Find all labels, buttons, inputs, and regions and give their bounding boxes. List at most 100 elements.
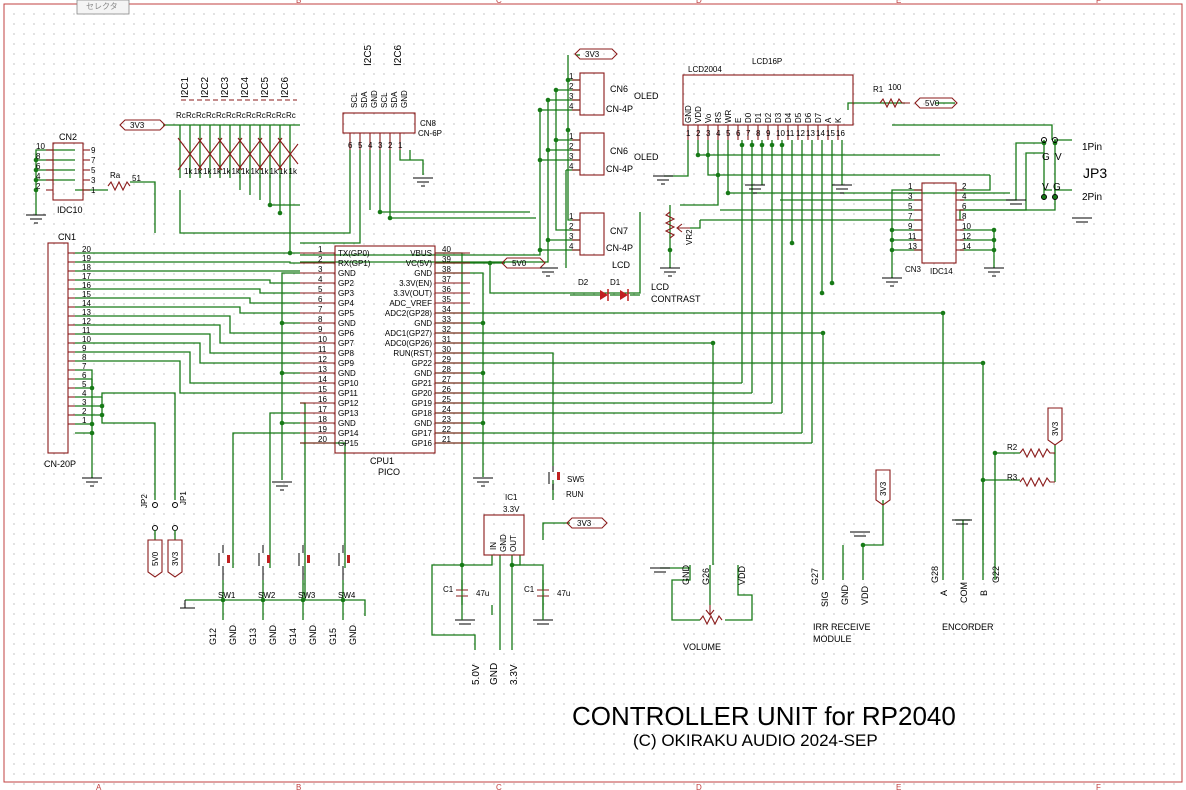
jp2-label: JP2 xyxy=(140,494,149,508)
cpu-pin-name: GND xyxy=(414,269,432,278)
i2c-group-label: I2C2 xyxy=(200,76,211,98)
irr-module: G27 SIG GND VDD IRR RECEIVE MODULE xyxy=(810,568,871,644)
cn6b-pin-number: 1 xyxy=(569,132,574,141)
lcd-pin-name: D3 xyxy=(774,112,783,123)
net-3v3-irr-text: 3V3 xyxy=(879,481,888,496)
cn3-ref: CN3 xyxy=(905,265,922,274)
switch-actuator xyxy=(267,555,270,563)
cn8-pin-number: 4 xyxy=(368,141,373,150)
d1-label: D1 xyxy=(610,278,621,287)
lcd-pin-number: 11 xyxy=(786,129,795,138)
irr-vdd: VDD xyxy=(860,585,870,605)
cpu-pin-name: GP3 xyxy=(338,289,355,298)
c1b-ref: C1 xyxy=(524,585,535,594)
jp1-label: JP1 xyxy=(179,491,188,505)
resistor-r1: R1 100 xyxy=(873,83,910,109)
cpu-pin-number: 4 xyxy=(318,275,323,284)
lcd-pin-name: K xyxy=(834,117,843,123)
rc-label: Rc xyxy=(256,111,266,120)
jp3-v2: V xyxy=(1042,182,1049,193)
cpu-pin-number: 37 xyxy=(442,275,451,284)
out-3v3: 3.3V xyxy=(509,664,520,685)
out-5v: 5.0V xyxy=(471,664,482,685)
switch-net-label: GND xyxy=(308,625,318,646)
cn6a-pin-number: 1 xyxy=(569,72,574,81)
sw5: SW5 RUN xyxy=(548,466,585,499)
out-gnd: GND xyxy=(489,663,500,685)
cpu-pin-name: GND xyxy=(414,369,432,378)
ic1-value: 3.3V xyxy=(503,505,520,514)
copyright: (C) OKIRAKU AUDIO 2024-SEP xyxy=(633,731,878,750)
cpu-pin-name: GP13 xyxy=(338,409,359,418)
cn1-value: CN-20P xyxy=(44,459,76,469)
lcd-pin-number: 8 xyxy=(756,129,761,138)
cpu-pin-number: 40 xyxy=(442,245,451,254)
cn1-pin-number: 14 xyxy=(82,299,91,308)
cn8-pin-number: 2 xyxy=(388,141,393,150)
switch-net-label: G15 xyxy=(328,628,338,645)
cn1-pin-number: 18 xyxy=(82,263,91,272)
cpu-pin-name: GP14 xyxy=(338,429,359,438)
cpu-pin-number: 15 xyxy=(318,385,327,394)
cpu-pin-number: 38 xyxy=(442,265,451,274)
vr2-ref: VR2 xyxy=(685,229,694,245)
corner-tab-text: セレクタ xyxy=(86,2,118,11)
lcd-pin-number: 7 xyxy=(746,129,751,138)
cpu-pin-name: VBUS xyxy=(410,249,432,258)
frame-letter-bottom: B xyxy=(296,783,301,790)
switch-net-label: GND xyxy=(268,625,278,646)
cn2-pin-number: 6 xyxy=(36,162,41,171)
cpu-pin-name: GND xyxy=(338,419,356,428)
cpu-pin-name: GP19 xyxy=(412,399,433,408)
cpu-pin-name: GP17 xyxy=(412,429,433,438)
cn1-pin-number: 5 xyxy=(82,380,87,389)
i2c-group-label: I2C4 xyxy=(240,76,251,98)
c1a-ref: C1 xyxy=(443,585,454,594)
cn1-pin-number: 11 xyxy=(82,326,91,335)
rc-label: Rc xyxy=(246,111,256,120)
cpu-pin-name: GP16 xyxy=(412,439,433,448)
cn3-pin-number: 4 xyxy=(962,192,967,201)
cpu-pin-number: 18 xyxy=(318,415,327,424)
cpu-pin-number: 19 xyxy=(318,425,327,434)
cn1-pin-number: 16 xyxy=(82,281,91,290)
frame-letter-top: C xyxy=(496,0,502,5)
cn6a-desc: OLED xyxy=(634,91,659,101)
cn1-pin-number: 9 xyxy=(82,344,87,353)
cpu-pin-name: RUN(RST) xyxy=(393,349,432,358)
cpu-pin-name: 3.3V(OUT) xyxy=(393,289,432,298)
jp3-pin2: 2Pin xyxy=(1082,192,1102,203)
i2c-signal-label: SCL xyxy=(380,92,389,108)
cpu-pin-number: 35 xyxy=(442,295,451,304)
irr-sig: SIG xyxy=(820,591,830,607)
i2c-group-label: I2C5 xyxy=(260,76,271,98)
switch-net-label: G14 xyxy=(288,628,298,645)
cap-c1b: C1 47u xyxy=(524,580,570,620)
switch-net-label: G13 xyxy=(248,628,258,645)
cpu-pin-name: GP20 xyxy=(412,389,433,398)
cpu-pin-number: 26 xyxy=(442,385,451,394)
cn3-pin-number: 5 xyxy=(908,202,913,211)
cpu-pin-number: 21 xyxy=(442,435,451,444)
net-3v3-irr: 3V3 xyxy=(875,469,891,506)
net-3v3-ic1-text: 3V3 xyxy=(577,519,592,528)
irr-g27: G27 xyxy=(810,568,820,585)
cn8-value: CN-6P xyxy=(418,129,442,138)
cpu-pin-name: 3.3V(EN) xyxy=(399,279,432,288)
cpu-pin-name: GP9 xyxy=(338,359,355,368)
lcd-pin-name: VDD xyxy=(694,106,703,123)
cn6b-value: CN-4P xyxy=(606,164,633,174)
irr-title-2: MODULE xyxy=(813,634,852,644)
cn1-pin-number: 7 xyxy=(82,362,87,371)
r1-ref: R1 xyxy=(873,85,884,94)
switch-contact xyxy=(258,545,264,580)
cn2-pin-number: 1 xyxy=(91,186,96,195)
rc-label: Rc xyxy=(216,111,226,120)
cn3-value: IDC14 xyxy=(930,267,953,276)
cn2-pin-number: 5 xyxy=(91,166,96,175)
vol-pin-g26: G26 xyxy=(701,568,711,585)
rc-label: Rc xyxy=(276,111,286,120)
corner-tab: セレクタ xyxy=(76,0,130,15)
frame-letter-top: F xyxy=(1096,0,1101,5)
